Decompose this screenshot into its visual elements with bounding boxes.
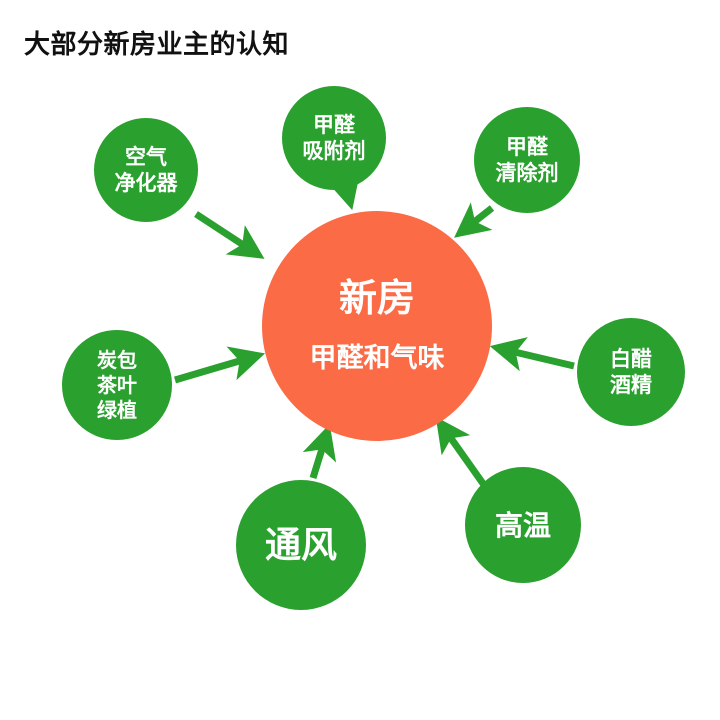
arrow-air-purifier bbox=[194, 211, 265, 259]
center-line-1: 新房 bbox=[338, 276, 415, 320]
node-charcoal-tea-plants: 炭包 茶叶 绿植 bbox=[62, 330, 172, 440]
node-label: 白醋 bbox=[610, 346, 652, 371]
arrow-vinegar bbox=[489, 337, 575, 372]
center-node-new-house: 新房 甲醛和气味 bbox=[262, 211, 492, 441]
node-label: 空气 bbox=[125, 144, 167, 169]
node-label: 通风 bbox=[264, 524, 337, 566]
node-vinegar-alcohol: 白醋 酒精 bbox=[577, 318, 685, 426]
node-label: 茶叶 bbox=[97, 372, 137, 397]
node-label: 高温 bbox=[494, 508, 551, 542]
node-label: 酒精 bbox=[610, 373, 652, 397]
node-label: 净化器 bbox=[114, 171, 178, 195]
node-label: 炭包 bbox=[97, 347, 137, 372]
node-formaldehyde-absorbent: 甲醛 吸附剂 bbox=[282, 86, 386, 190]
node-label: 甲醛 bbox=[506, 134, 548, 159]
center-line-2: 甲醛和气味 bbox=[309, 343, 445, 374]
node-label: 甲醛 bbox=[313, 112, 355, 137]
node-formaldehyde-remover: 甲醛 清除剂 bbox=[474, 107, 580, 213]
arrow-ventilation bbox=[302, 423, 337, 480]
node-label: 吸附剂 bbox=[302, 139, 366, 163]
node-label: 清除剂 bbox=[495, 161, 559, 185]
arrow-charcoal bbox=[174, 346, 266, 384]
node-high-temperature: 高温 bbox=[465, 467, 581, 583]
node-ventilation: 通风 bbox=[236, 480, 366, 610]
diagram-title: 大部分新房业主的认知 bbox=[24, 30, 290, 60]
node-label: 绿植 bbox=[97, 397, 137, 422]
arrow-heating bbox=[435, 416, 487, 488]
node-air-purifier: 空气 净化器 bbox=[94, 118, 198, 222]
arrow-remover bbox=[454, 202, 495, 238]
